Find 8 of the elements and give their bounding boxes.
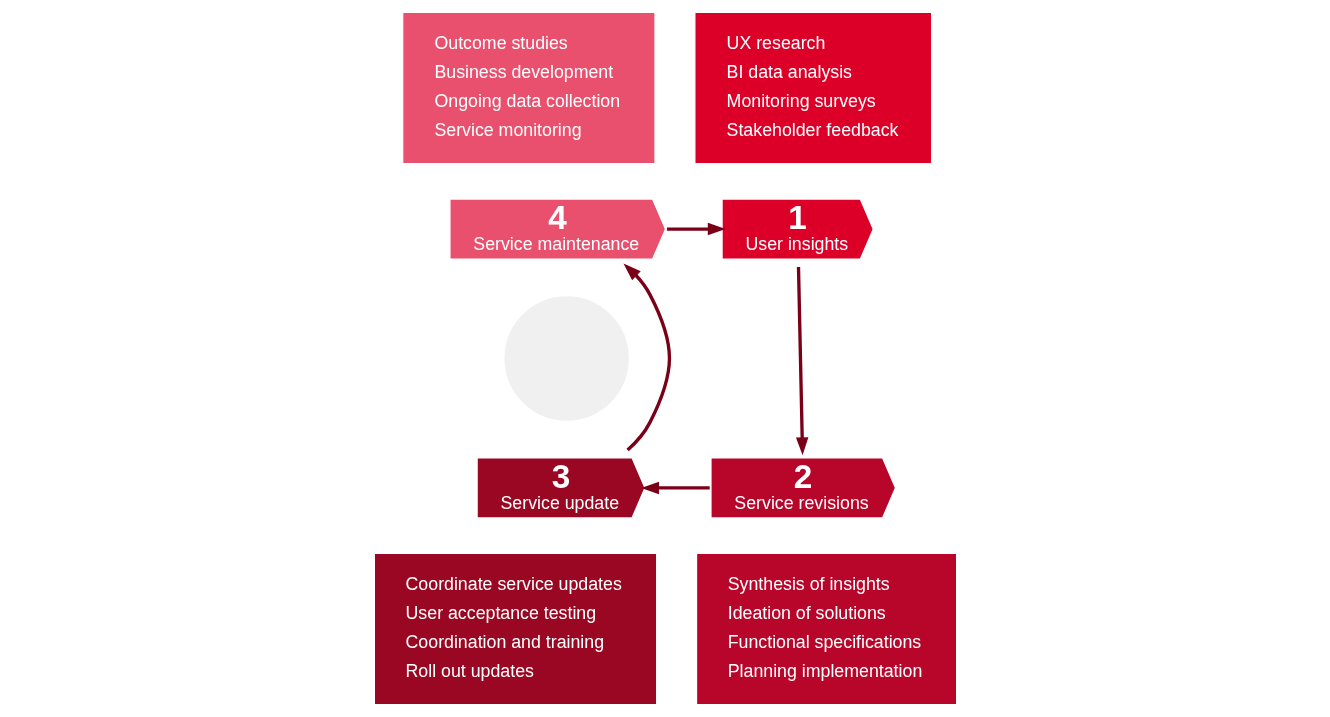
arrow bbox=[795, 266, 808, 456]
node-box: Synthesis of insights Ideation of solutions Functional specifications Planning implementation bbox=[695, 552, 957, 706]
node-box: Outcome studies Business development Ongoing data collection Service monitoring bbox=[401, 11, 655, 165]
node-box: UX research BI data analysis Monitoring surveys Stakeholder feedback bbox=[693, 11, 932, 165]
arrow bbox=[640, 481, 710, 495]
arrow bbox=[666, 222, 726, 236]
arrow bbox=[623, 263, 671, 452]
node-box: Coordinate service updates User acceptance testing Coordination and training Roll out updates bbox=[373, 552, 657, 706]
